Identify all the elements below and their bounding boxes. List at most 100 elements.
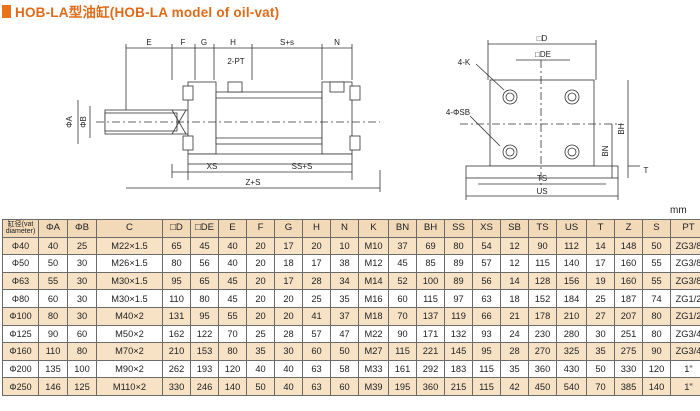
dim-label-pt: 2-PT <box>227 57 244 66</box>
table-cell: 41 <box>302 306 331 326</box>
table-cell: M110×2 <box>96 377 163 396</box>
table-cell: M18 <box>358 306 389 326</box>
table-cell: 40 <box>274 359 303 379</box>
table-cell: Φ100 <box>2 306 39 326</box>
table-cell: 540 <box>556 377 587 396</box>
table-cell: 12 <box>500 236 529 256</box>
table-cell: Φ160 <box>2 342 39 361</box>
table-cell: 57 <box>472 254 501 273</box>
table-cell: 122 <box>190 324 219 344</box>
table-cell: 24 <box>500 324 529 344</box>
table-cell: 140 <box>642 377 671 396</box>
table-cell: 230 <box>528 324 557 344</box>
table-cell: 112 <box>556 236 587 256</box>
table-header-cell: SB <box>500 219 529 238</box>
dim-label-t: T <box>644 166 649 175</box>
table-cell: 1" <box>670 377 700 396</box>
table-cell: 20 <box>302 236 331 256</box>
table-cell: Φ200 <box>2 359 39 379</box>
table-cell: 63 <box>302 359 331 379</box>
table-cell: 193 <box>190 359 219 379</box>
table-cell: 183 <box>444 359 473 379</box>
table-cell: ZG3/8 <box>670 254 700 273</box>
table-cell: 28 <box>302 271 331 291</box>
table-cell: 50 <box>642 236 671 256</box>
table-cell: 54 <box>472 236 501 256</box>
table-cell: 80 <box>190 289 219 308</box>
table-cell: 35 <box>500 359 529 379</box>
dim-label-k: 4-K <box>458 58 471 67</box>
table-cell: 14 <box>586 236 615 256</box>
table-cell: Φ80 <box>2 289 39 308</box>
table-header-cell: SS <box>444 219 473 238</box>
table-cell: 97 <box>444 289 473 308</box>
table-header-cell: T <box>586 219 615 238</box>
table-cell: ZG1/2 <box>670 289 700 308</box>
table-cell: M12 <box>358 254 389 273</box>
table-cell: 37 <box>388 236 417 256</box>
table-cell: 70 <box>218 324 247 344</box>
table-cell: 55 <box>218 306 247 326</box>
table-cell: 120 <box>218 359 247 379</box>
title-text: HOB-LA型油缸(HOB-LA model of oil-vat) <box>15 5 280 20</box>
table-cell: 195 <box>388 377 417 396</box>
title-marker <box>2 4 11 18</box>
table-cell: 30 <box>274 342 303 361</box>
table-header-cell: ΦB <box>67 219 97 238</box>
table-cell: 325 <box>556 342 587 361</box>
table-cell: 52 <box>388 271 417 291</box>
table-cell: 40 <box>218 254 247 273</box>
table-header-cell: F <box>246 219 275 238</box>
table-cell: 292 <box>416 359 445 379</box>
table-cell: M27 <box>358 342 389 361</box>
table-cell: 35 <box>246 342 275 361</box>
table-cell: 35 <box>586 342 615 361</box>
table-cell: 57 <box>302 324 331 344</box>
dim-label-d: □D <box>537 34 548 43</box>
table-cell: 30 <box>586 324 615 344</box>
table-cell: 210 <box>162 342 191 361</box>
table-cell: 360 <box>416 377 445 396</box>
table-cell: 50 <box>246 377 275 396</box>
table-cell: 80 <box>444 236 473 256</box>
table-cell: 178 <box>528 306 557 326</box>
table-cell: M16 <box>358 289 389 308</box>
unit-label: mm <box>670 205 687 216</box>
table-cell: 25 <box>246 324 275 344</box>
dim-label-de: □DE <box>535 50 551 59</box>
table-cell: 25 <box>302 289 331 308</box>
table-cell: 270 <box>528 342 557 361</box>
table-cell: 60 <box>302 342 331 361</box>
table-cell: 50 <box>586 359 615 379</box>
table-cell: 70 <box>586 377 615 396</box>
table-cell: 450 <box>528 377 557 396</box>
table-cell: 100 <box>416 271 445 291</box>
table-cell: 120 <box>642 359 671 379</box>
table-cell: 162 <box>162 324 191 344</box>
table-cell: 115 <box>472 359 501 379</box>
dim-label-f: F <box>181 38 186 47</box>
dim-label-h: H <box>230 38 236 47</box>
table-cell: ZG3/8 <box>670 271 700 291</box>
table-cell: 115 <box>388 342 417 361</box>
table-cell: 125 <box>67 377 97 396</box>
table-cell: M22 <box>358 324 389 344</box>
table-cell: M14 <box>358 271 389 291</box>
table-cell: M70×2 <box>96 342 163 361</box>
table-cell: 90 <box>642 342 671 361</box>
table-header-cell: XS <box>472 219 501 238</box>
dim-label-sb: 4-ΦSB <box>446 108 470 117</box>
table-cell: 251 <box>614 324 643 344</box>
table-cell: ZG3/4 <box>670 324 700 344</box>
dim-label-xs: XS <box>207 162 218 171</box>
cylinder-technical-drawing: E F G H S+s N 2-PT ΦA ΦB XS SS+S Z+S □D … <box>65 34 649 200</box>
table-cell: M33 <box>358 359 389 379</box>
table-cell: 110 <box>38 342 68 361</box>
table-cell: 89 <box>444 271 473 291</box>
dim-label-g: G <box>201 38 207 47</box>
table-cell: 25 <box>67 236 97 256</box>
